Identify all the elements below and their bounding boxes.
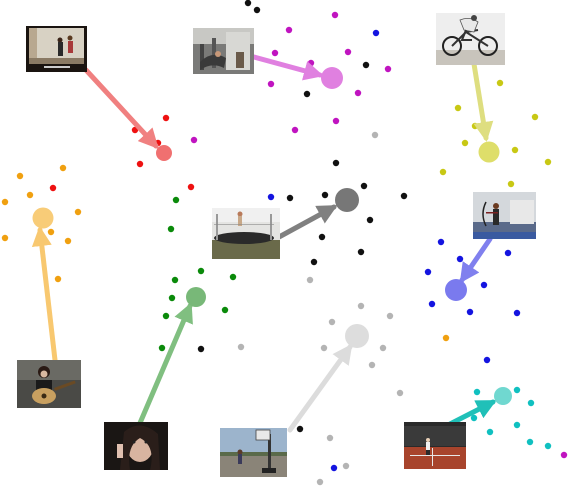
arrow-cycling — [471, 61, 494, 142]
arrow-tennis — [447, 399, 497, 427]
centroid-tennis — [494, 387, 512, 405]
guitar-playing-thumbnail — [17, 360, 81, 408]
archery-thumbnail — [473, 192, 536, 239]
blue-points — [267, 29, 521, 472]
arrow-trampoline — [276, 204, 338, 240]
black-points — [197, 0, 408, 433]
silver-points — [237, 131, 404, 486]
red-points — [49, 114, 195, 192]
centroid-basketball — [345, 324, 369, 348]
centroid-guitar — [32, 207, 54, 229]
arrow-basketball — [287, 343, 353, 433]
tennis-court-thumbnail — [404, 422, 466, 469]
arrow-archery — [459, 236, 493, 284]
green-points — [158, 196, 237, 352]
centroid-cycling — [478, 141, 500, 163]
centroid-trampoline — [335, 188, 359, 212]
yellow-points — [439, 79, 552, 188]
dancing-couple-thumbnail — [26, 26, 87, 72]
trampoline-thumbnail — [212, 208, 280, 259]
cycling-thumbnail — [436, 13, 505, 65]
basketball-hoop-thumbnail — [220, 428, 287, 477]
applying-makeup-thumbnail — [104, 422, 168, 470]
centroid-archery — [445, 279, 467, 301]
centroid-makeup — [186, 287, 206, 307]
arrow-makeup — [137, 302, 193, 426]
arrow-dance — [83, 67, 159, 149]
centroid-dance — [156, 145, 172, 161]
arrows — [31, 54, 497, 433]
gym-workout-thumbnail — [193, 28, 254, 74]
centroids — [32, 67, 512, 405]
arrow-gym — [251, 54, 324, 81]
centroid-gym — [321, 67, 343, 89]
arrow-guitar — [31, 226, 58, 363]
